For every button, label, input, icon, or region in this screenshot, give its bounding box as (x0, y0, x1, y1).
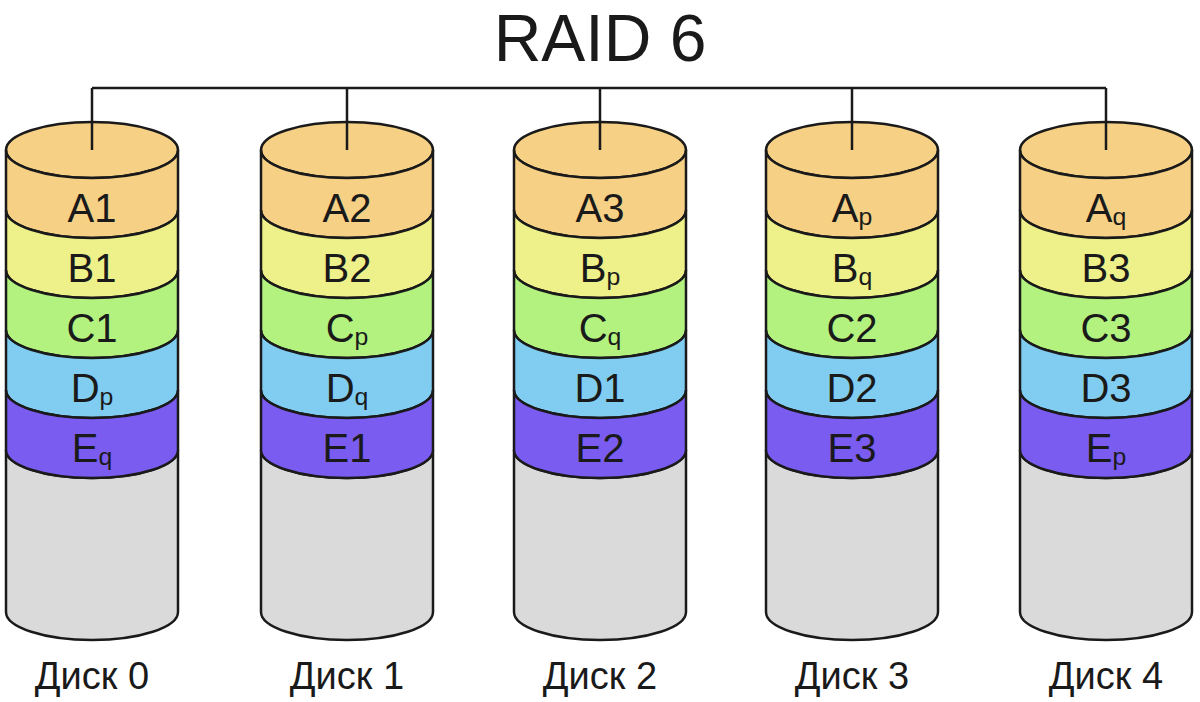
data-block: D1 (514, 330, 686, 418)
block-label: D3 (1020, 330, 1192, 410)
band-fill (766, 150, 938, 238)
bracket-drop (346, 88, 349, 150)
block-label: A2 (261, 150, 433, 230)
data-block: Aq (1020, 150, 1192, 238)
block-label: A1 (6, 150, 178, 230)
block-label: Cq (514, 270, 686, 359)
block-label: C2 (766, 270, 938, 350)
bracket-drop (1105, 88, 1108, 150)
bracket-drop (91, 88, 94, 150)
block-label: C3 (1020, 270, 1192, 350)
band-fill (1020, 330, 1192, 418)
band-fill (261, 330, 433, 418)
block-label: A3 (514, 150, 686, 230)
data-block: E2 (514, 390, 686, 478)
disk-label: Диск 2 (494, 656, 706, 696)
block-label: C1 (6, 270, 178, 350)
data-block: Ep (1020, 390, 1192, 478)
block-label: Aq (1020, 150, 1192, 239)
block-label: D1 (514, 330, 686, 410)
band-fill (514, 330, 686, 418)
band-fill (6, 390, 178, 478)
disk-cylinder: A1B1C1DpEqДиск 0 (6, 122, 178, 640)
band-fill (1020, 150, 1192, 238)
data-block: A1 (6, 150, 178, 238)
disk-cylinder: A3BpCqD1E2Диск 2 (514, 122, 686, 640)
band-fill (6, 330, 178, 418)
band-fill (514, 390, 686, 478)
band-fill (1020, 270, 1192, 358)
band-fill (261, 150, 433, 238)
band-fill (261, 270, 433, 358)
band-fill (261, 210, 433, 298)
block-label: E3 (766, 390, 938, 470)
band-fill (1020, 390, 1192, 478)
block-label: Bq (766, 210, 938, 299)
block-label: Ap (766, 150, 938, 239)
block-label: E1 (261, 390, 433, 470)
data-block: Cq (514, 270, 686, 358)
disk-label: Диск 3 (746, 656, 958, 696)
band-fill (6, 150, 178, 238)
data-block: C2 (766, 270, 938, 358)
data-block: Dp (6, 330, 178, 418)
band-fill (514, 210, 686, 298)
data-block: E3 (766, 390, 938, 478)
data-block: B1 (6, 210, 178, 298)
data-block: A2 (261, 150, 433, 238)
block-label: Ep (1020, 390, 1192, 479)
data-block: E1 (261, 390, 433, 478)
block-label: Eq (6, 390, 178, 479)
data-block: Ap (766, 150, 938, 238)
data-block: A3 (514, 150, 686, 238)
data-block: B2 (261, 210, 433, 298)
disk-label: Диск 1 (241, 656, 453, 696)
block-label: E2 (514, 390, 686, 470)
data-block: B3 (1020, 210, 1192, 298)
bracket-drop (851, 88, 854, 150)
band-fill (1020, 210, 1192, 298)
data-block: C1 (6, 270, 178, 358)
band-fill (6, 270, 178, 358)
disk-cylinder: AqB3C3D3EpДиск 4 (1020, 122, 1192, 640)
data-block: Eq (6, 390, 178, 478)
band-fill (514, 270, 686, 358)
block-label: Dq (261, 330, 433, 419)
band-fill (766, 270, 938, 358)
block-label: B3 (1020, 210, 1192, 290)
block-label: Dp (6, 330, 178, 419)
block-label: B2 (261, 210, 433, 290)
block-label: B1 (6, 210, 178, 290)
disk-cylinder: A2B2CpDqE1Диск 1 (261, 122, 433, 640)
band-fill (766, 210, 938, 298)
disk-cylinder: ApBqC2D2E3Диск 3 (766, 122, 938, 640)
data-block: D3 (1020, 330, 1192, 418)
band-fill (514, 150, 686, 238)
block-label: D2 (766, 330, 938, 410)
band-fill (766, 390, 938, 478)
data-block: Bp (514, 210, 686, 298)
disk-label: Диск 0 (0, 656, 198, 696)
data-block: C3 (1020, 270, 1192, 358)
band-fill (766, 330, 938, 418)
disk-label: Диск 4 (1000, 656, 1200, 696)
band-fill (6, 210, 178, 298)
data-block: Dq (261, 330, 433, 418)
data-block: D2 (766, 330, 938, 418)
block-label: Cp (261, 270, 433, 359)
block-label: Bp (514, 210, 686, 299)
band-fill (261, 390, 433, 478)
data-block: Bq (766, 210, 938, 298)
bracket-drop (599, 88, 602, 150)
data-block: Cp (261, 270, 433, 358)
diagram-title: RAID 6 (0, 0, 1200, 76)
